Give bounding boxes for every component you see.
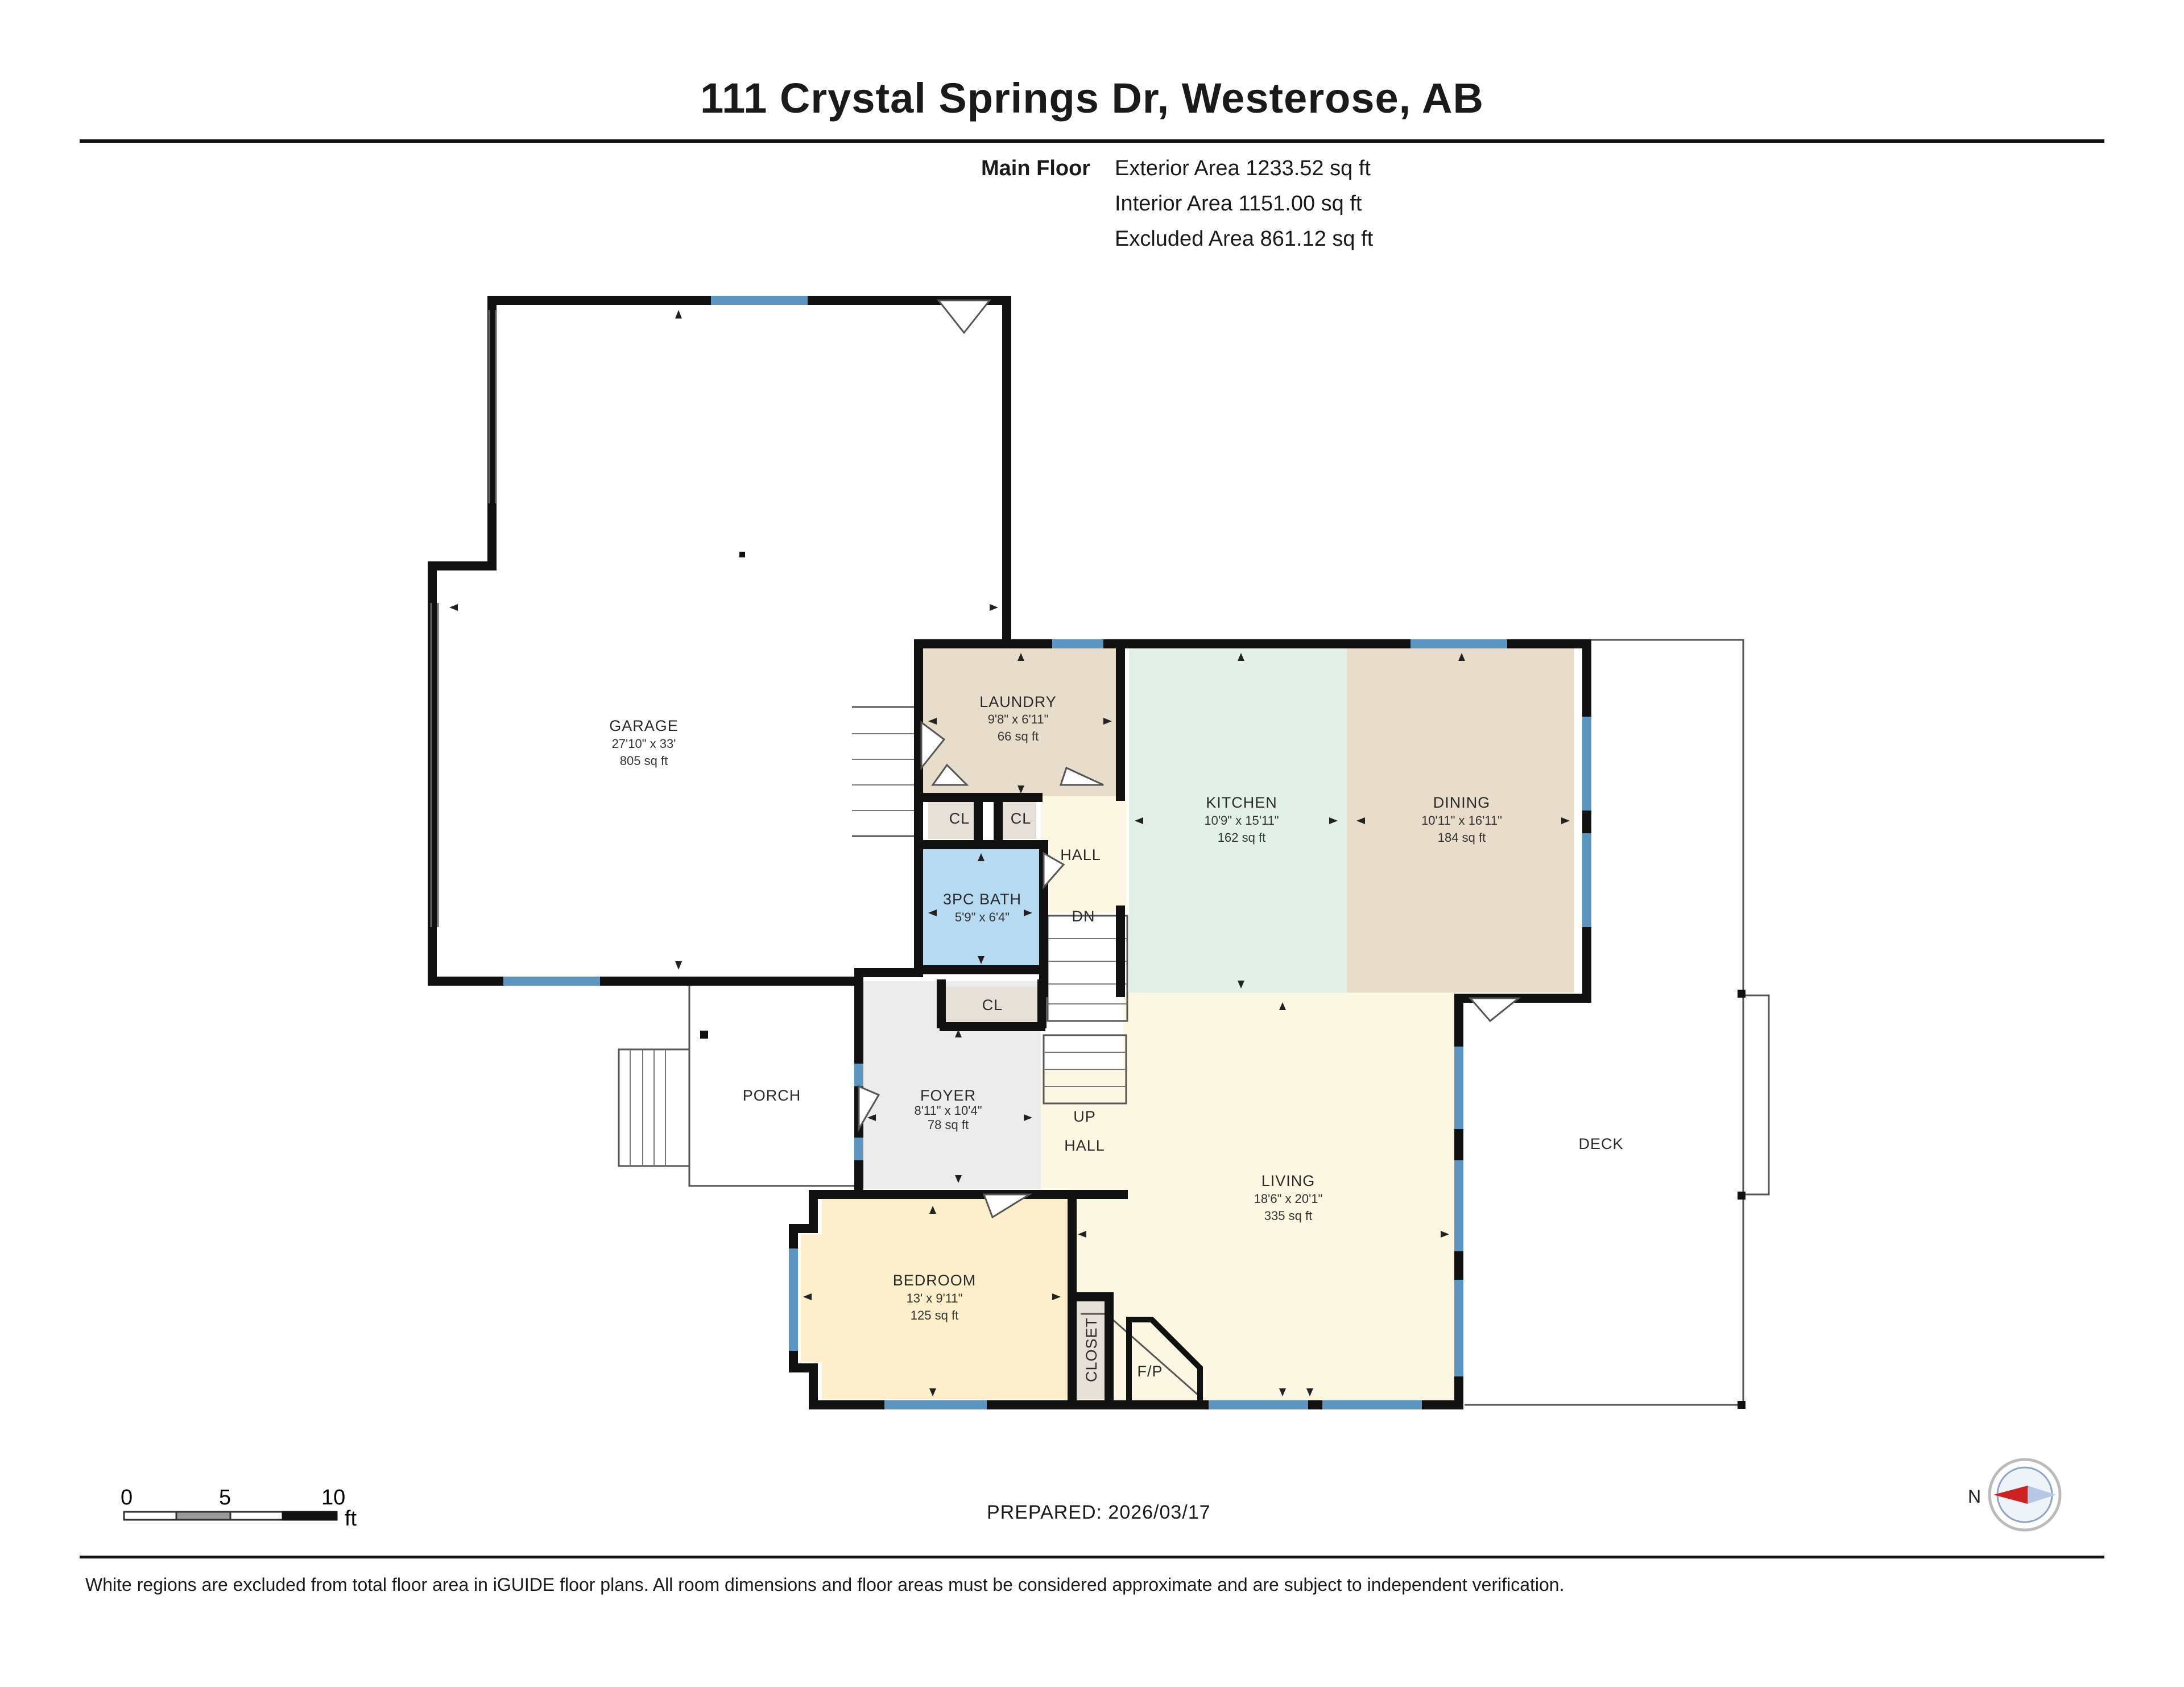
cl3-fill [945,987,1039,1024]
cl2-fill [1002,802,1036,839]
bath-dims: 5'9" x 6'4" [955,910,1010,924]
kitchen-dims: 10'9" x 15'11" [1204,813,1279,828]
compass-icon: N [1968,1458,2062,1532]
bath-name: 3PC BATH [943,891,1021,908]
hall-label-1: HALL [1060,846,1101,863]
living-name: LIVING [1261,1172,1316,1189]
prepared-date: PREPARED: 2026/03/17 [987,1502,1211,1523]
bedroom-area: 125 sq ft [911,1308,958,1322]
compass-n: N [1968,1486,1981,1507]
cl-label-2: CL [1011,810,1032,827]
scale-5: 5 [219,1486,231,1510]
deck-steps [1742,994,1770,1196]
foyer-dims: 8'11" x 10'4" [914,1103,982,1118]
hall2-fill [1041,1069,1123,1189]
dn-label: DN [1072,908,1095,925]
bath-fill [923,846,1040,969]
foyer-area: 78 sq ft [928,1118,969,1132]
interior-area: Interior Area 1151.00 sq ft [1115,192,1362,216]
living-area: 335 sq ft [1264,1209,1312,1223]
closet-label: CLOSET [1083,1317,1100,1382]
top-divider [80,139,2104,143]
scale-bar: 0 5 10 ft [121,1486,357,1531]
cl-label-3: CL [982,997,1003,1014]
kitchen-area: 162 sq ft [1218,830,1265,845]
dining-fill [1347,648,1574,993]
foyer-name: FOYER [920,1087,976,1104]
garage-dims: 27'10" x 33' [612,737,676,751]
stair-down [1046,915,1128,1022]
scale-0: 0 [121,1486,133,1510]
porch-label: PORCH [743,1087,801,1104]
kitchen-fill [1129,648,1347,993]
excluded-area: Excluded Area 861.12 sq ft [1115,227,1374,251]
garage-name: GARAGE [609,717,679,734]
kitchen-name: KITCHEN [1206,794,1277,811]
hall-label-2: HALL [1064,1137,1105,1154]
dining-name: DINING [1433,794,1491,811]
bedroom-fill [801,1197,1069,1399]
laundry-name: LAUNDRY [979,693,1057,710]
bedroom-dims: 13' x 9'11" [907,1291,963,1305]
garage-steps [852,706,917,837]
page-title: 111 Crystal Springs Dr, Westerose, AB [700,75,1484,122]
bottom-divider [80,1556,2104,1558]
cl1-fill [928,802,974,839]
living-fill [1041,993,1456,1402]
garage-area: 805 sq ft [620,754,668,768]
scale-10: 10 [321,1486,345,1510]
closet-fill [1074,1300,1109,1399]
floor-label: Main Floor [981,156,1091,180]
living-dims: 18'6" x 20'1" [1254,1192,1323,1206]
up-label: UP [1073,1108,1096,1125]
porch-outline [688,983,863,1187]
laundry-area: 66 sq ft [998,729,1039,743]
deck-label: DECK [1578,1135,1623,1152]
laundry-dims: 9'8" x 6'11" [988,712,1049,726]
hall-fill [1041,796,1126,913]
dining-dims: 10'11" x 16'11" [1421,813,1502,828]
fp-label: F/P [1137,1363,1163,1380]
disclaimer: White regions are excluded from total fl… [85,1574,1565,1595]
dining-area: 184 sq ft [1438,830,1486,845]
exterior-area: Exterior Area 1233.52 sq ft [1115,156,1371,180]
scale-unit: ft [345,1507,357,1531]
cl-label-1: CL [949,810,970,827]
bedroom-name: BEDROOM [893,1272,977,1289]
